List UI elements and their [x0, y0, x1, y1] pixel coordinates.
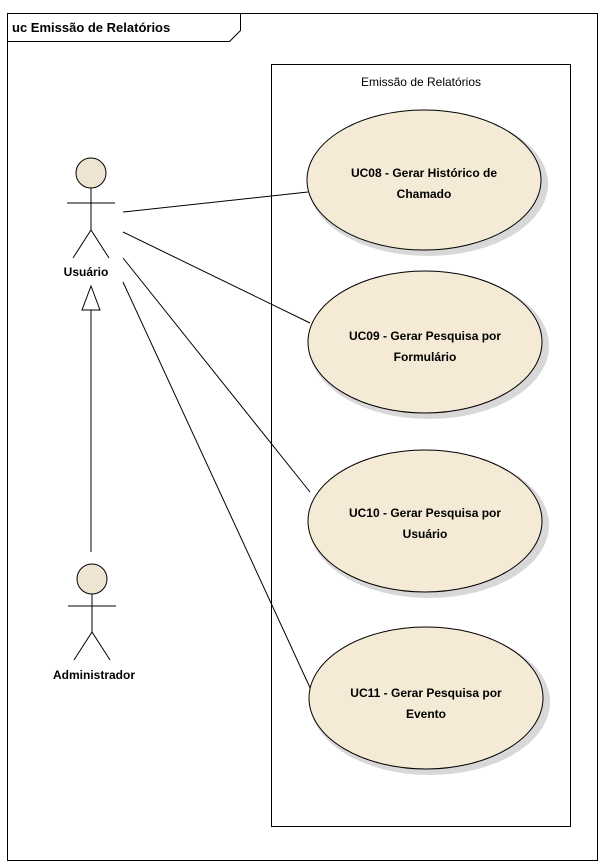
actor-head — [76, 563, 108, 595]
system-boundary-title: Emissão de Relatórios — [361, 75, 481, 89]
use-case-uc08-label-line2: Chamado — [397, 187, 452, 201]
actor-administrador-label: Administrador — [53, 668, 135, 682]
actor-administrador[interactable]: Administrador — [53, 563, 135, 682]
association-uc11[interactable] — [122, 281, 313, 693]
use-case-uc10-label-line1: UC10 - Gerar Pesquisa por — [349, 506, 501, 520]
actor-usuario-label: Usuário — [64, 265, 109, 279]
use-case-uc09[interactable]: UC09 - Gerar Pesquisa por Formulário — [307, 270, 549, 419]
association-uc10[interactable] — [122, 257, 311, 493]
frame-title-tab — [7, 13, 241, 42]
association-uc09[interactable] — [122, 231, 311, 324]
association-uc08[interactable] — [122, 191, 309, 213]
actor-right-leg — [90, 229, 110, 259]
use-case-uc11[interactable]: UC11 - Gerar Pesquisa por Evento — [308, 626, 550, 775]
use-case-uc08-label-line1: UC08 - Gerar Histórico de — [351, 166, 497, 180]
use-case-ellipse — [307, 449, 543, 593]
frame-title: uc Emissão de Relatórios — [12, 20, 170, 35]
use-case-uc08[interactable]: UC08 - Gerar Histórico de Chamado — [306, 109, 548, 256]
associations — [122, 191, 313, 693]
actor-usuario[interactable]: Usuário — [64, 157, 115, 279]
use-case-ellipse — [307, 270, 543, 414]
use-case-ellipse — [306, 109, 542, 251]
use-case-uc11-label-line2: Evento — [406, 707, 446, 721]
actor-right-leg — [91, 631, 111, 661]
use-case-ellipse — [308, 626, 544, 770]
use-case-uc09-label-line2: Formulário — [394, 350, 457, 364]
use-case-uc11-label-line1: UC11 - Gerar Pesquisa por — [350, 686, 502, 700]
actor-left-leg — [73, 631, 93, 661]
generalization-arrowhead — [81, 284, 101, 311]
actor-left-leg — [72, 229, 92, 259]
actor-head — [75, 157, 107, 189]
use-case-uc10[interactable]: UC10 - Gerar Pesquisa por Usuário — [307, 449, 549, 598]
use-case-uc09-label-line1: UC09 - Gerar Pesquisa por — [349, 329, 501, 343]
generalization-admin-usuario[interactable] — [81, 284, 101, 552]
use-case-uc10-label-line2: Usuário — [403, 527, 448, 541]
